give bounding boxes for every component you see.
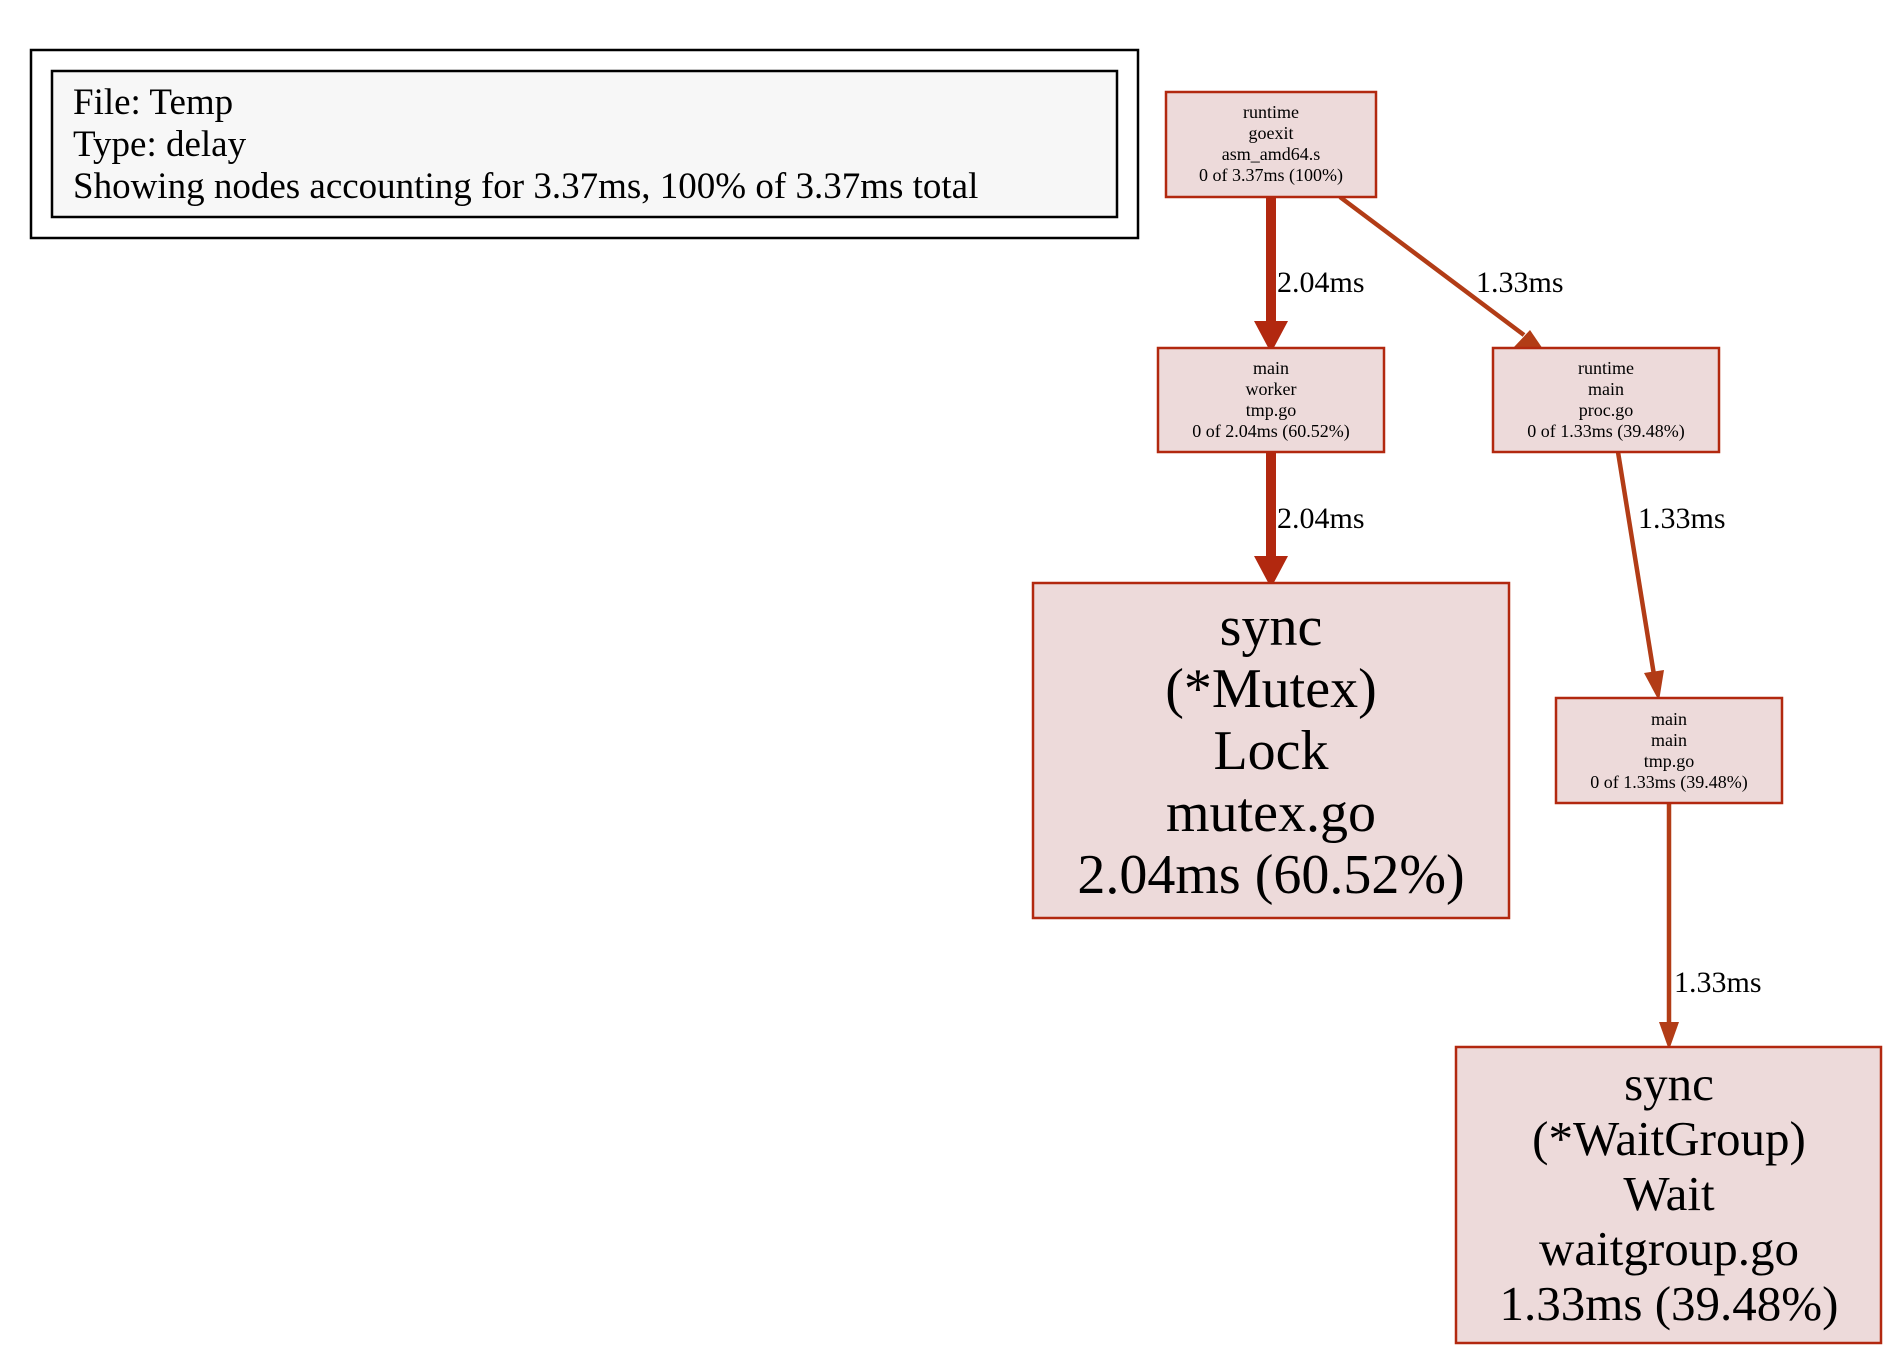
node-line: main bbox=[1253, 358, 1289, 378]
node-line: main bbox=[1588, 379, 1624, 399]
edge-line bbox=[1615, 451, 1657, 676]
edge-goexit-worker[interactable]: 2.04ms bbox=[1254, 197, 1365, 353]
edge-main-main-waitgroup-wait[interactable]: 1.33ms bbox=[1659, 804, 1762, 1050]
node-line: 0 of 2.04ms (60.52%) bbox=[1192, 421, 1349, 442]
edge-label-main-main-waitgroup-wait: 1.33ms bbox=[1674, 966, 1762, 999]
node-line: tmp.go bbox=[1644, 751, 1695, 771]
node-line: 0 of 1.33ms (39.48%) bbox=[1590, 772, 1747, 793]
node-line: (*WaitGroup) bbox=[1532, 1111, 1806, 1166]
node-line: asm_amd64.s bbox=[1222, 144, 1321, 164]
node-line: sync bbox=[1220, 596, 1323, 658]
edge-label-worker-mutex-lock: 2.04ms bbox=[1277, 502, 1365, 535]
edge-arrowhead bbox=[1659, 1022, 1679, 1050]
node-box bbox=[1554, 696, 1784, 805]
edges: 2.04ms 1.33ms 2.04ms 1.33ms 1.33ms bbox=[1254, 195, 1762, 1050]
node-line: runtime bbox=[1243, 102, 1299, 122]
legend-inner-frame bbox=[50, 69, 1119, 219]
node-line: main bbox=[1651, 730, 1687, 750]
edge-worker-mutex-lock[interactable]: 2.04ms bbox=[1254, 452, 1365, 588]
node-line: 2.04ms (60.52%) bbox=[1077, 844, 1464, 906]
edge-arrowhead bbox=[1514, 330, 1545, 352]
node-line: goexit bbox=[1249, 123, 1294, 143]
node-sync-waitgroup-wait[interactable]: sync (*WaitGroup) Wait waitgroup.go 1.33… bbox=[1454, 1045, 1883, 1345]
edge-arrowhead bbox=[1644, 670, 1664, 701]
node-line: worker bbox=[1246, 379, 1297, 399]
edge-runtime-main-main-main[interactable]: 1.33ms bbox=[1615, 451, 1726, 701]
legend-type: Type: delay bbox=[73, 124, 247, 165]
edge-label-goexit-runtime-main: 1.33ms bbox=[1476, 266, 1564, 299]
edge-arrowhead bbox=[1254, 556, 1288, 588]
node-line: 0 of 1.33ms (39.48%) bbox=[1527, 421, 1684, 442]
node-main-worker[interactable]: main worker tmp.go 0 of 2.04ms (60.52%) bbox=[1156, 346, 1386, 454]
legend-file: File: Temp bbox=[73, 82, 233, 123]
node-line: runtime bbox=[1578, 358, 1634, 378]
node-line: sync bbox=[1624, 1056, 1714, 1111]
edge-label-runtime-main-main-main: 1.33ms bbox=[1638, 502, 1726, 535]
node-line: main bbox=[1651, 709, 1687, 729]
node-box bbox=[1164, 90, 1378, 199]
edge-goexit-runtime-main[interactable]: 1.33ms bbox=[1338, 195, 1564, 352]
node-line: Lock bbox=[1213, 720, 1328, 782]
node-line: waitgroup.go bbox=[1539, 1221, 1799, 1276]
node-runtime-main[interactable]: runtime main proc.go 0 of 1.33ms (39.48%… bbox=[1491, 346, 1721, 454]
node-sync-mutex-lock[interactable]: sync (*Mutex) Lock mutex.go 2.04ms (60.5… bbox=[1031, 581, 1511, 920]
node-box bbox=[1031, 581, 1511, 920]
legend: File: Temp Type: delay Showing nodes acc… bbox=[29, 48, 1140, 240]
node-line: (*Mutex) bbox=[1165, 658, 1377, 720]
node-line: tmp.go bbox=[1246, 400, 1297, 420]
nodes: runtime goexit asm_amd64.s 0 of 3.37ms (… bbox=[1031, 90, 1883, 1345]
node-line: proc.go bbox=[1579, 400, 1633, 420]
edge-line bbox=[1338, 195, 1526, 337]
node-main-main[interactable]: main main tmp.go 0 of 1.33ms (39.48%) bbox=[1554, 696, 1784, 805]
node-line: 0 of 3.37ms (100%) bbox=[1199, 165, 1343, 186]
node-box bbox=[1491, 346, 1721, 454]
legend-summary: Showing nodes accounting for 3.37ms, 100… bbox=[73, 166, 978, 207]
edge-arrowhead bbox=[1254, 321, 1288, 353]
node-runtime-goexit[interactable]: runtime goexit asm_amd64.s 0 of 3.37ms (… bbox=[1164, 90, 1378, 199]
node-line: 1.33ms (39.48%) bbox=[1500, 1276, 1839, 1331]
edge-label-goexit-worker: 2.04ms bbox=[1277, 266, 1365, 299]
node-line: Wait bbox=[1623, 1166, 1715, 1221]
node-box bbox=[1454, 1045, 1883, 1345]
node-line: mutex.go bbox=[1166, 782, 1376, 844]
node-box bbox=[1156, 346, 1386, 454]
